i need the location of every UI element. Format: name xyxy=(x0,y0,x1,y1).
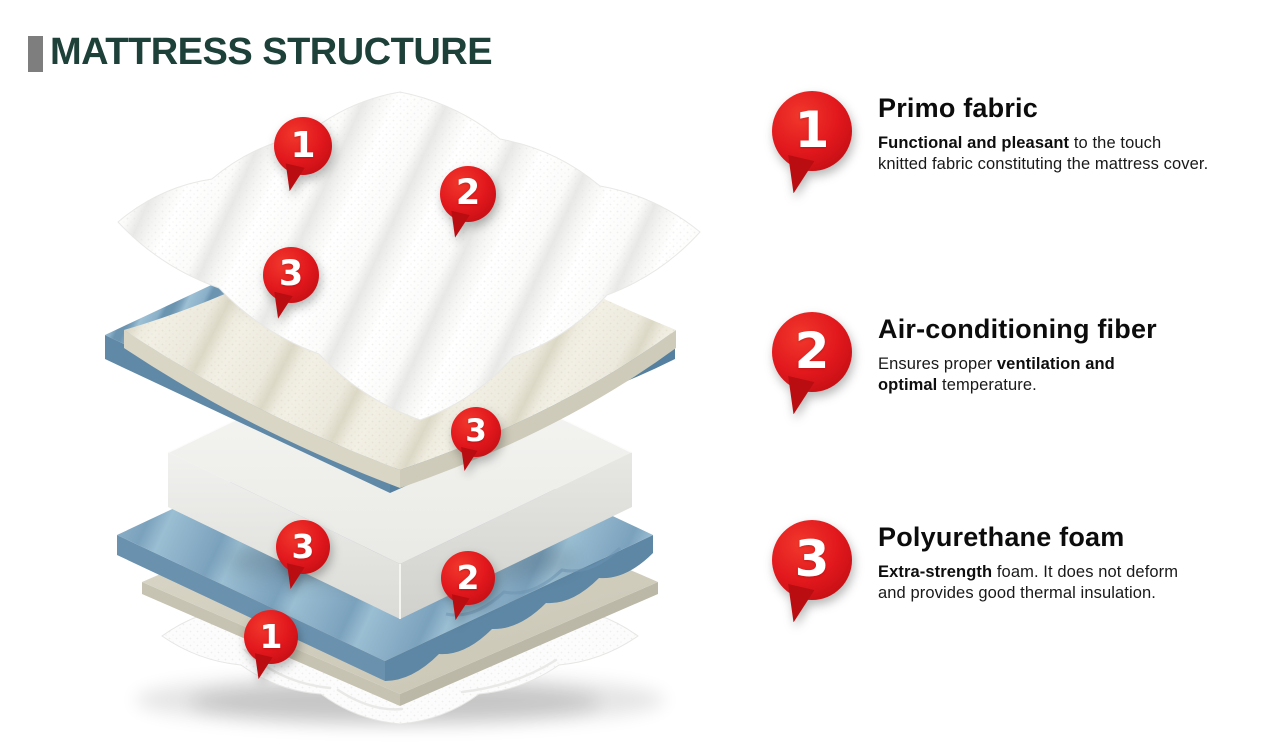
legend-description-line: Extra-strength foam. It does not deform xyxy=(878,562,1179,581)
mattress-illustration xyxy=(105,91,701,726)
legend-item-1: 1 Primo fabric Functional and pleasant t… xyxy=(772,88,1208,175)
legend-pin-number: 2 xyxy=(794,322,830,380)
legend-text-block: Polyurethane foam Extra-strength foam. I… xyxy=(878,522,1178,604)
legend-pin-number: 3 xyxy=(794,530,830,588)
top-cover-fabric-layer xyxy=(117,91,701,421)
mattress-diagram: 1 2 3 3 3 2 1 xyxy=(0,0,760,743)
legend-item-3: 3 Polyurethane foam Extra-strength foam.… xyxy=(772,517,1178,604)
legend: 1 Primo fabric Functional and pleasant t… xyxy=(772,0,1264,743)
page-title: MATTRESS STRUCTURE xyxy=(50,31,493,73)
title-accent-bar xyxy=(28,36,43,72)
legend-item-description: Ensures proper ventilation and optimal te… xyxy=(878,354,1157,396)
legend-item-title: Air-conditioning fiber xyxy=(878,314,1157,344)
legend-description-line: knitted fabric constituting the mattress… xyxy=(878,154,1209,173)
legend-description-line: optimal temperature. xyxy=(878,375,1037,394)
legend-pin: 1 xyxy=(772,91,852,171)
legend-pin: 2 xyxy=(772,312,852,392)
legend-pin-number: 1 xyxy=(794,101,830,159)
legend-item-title: Primo fabric xyxy=(878,93,1038,123)
legend-text-block: Primo fabric Functional and pleasant to … xyxy=(878,93,1208,175)
legend-item-description: Extra-strength foam. It does not deform a… xyxy=(878,562,1178,604)
page-header: MATTRESS STRUCTURE xyxy=(28,31,493,73)
legend-description-line: Functional and pleasant to the touch xyxy=(878,133,1162,152)
legend-description-line: Ensures proper ventilation and xyxy=(878,354,1115,373)
legend-item-2: 2 Air-conditioning fiber Ensures proper … xyxy=(772,309,1157,396)
legend-description-line: and provides good thermal insulation. xyxy=(878,583,1156,602)
legend-pin: 3 xyxy=(772,520,852,600)
legend-text-block: Air-conditioning fiber Ensures proper ve… xyxy=(878,314,1157,396)
legend-item-description: Functional and pleasant to the touch knit… xyxy=(878,133,1208,175)
legend-item-title: Polyurethane foam xyxy=(878,522,1125,552)
